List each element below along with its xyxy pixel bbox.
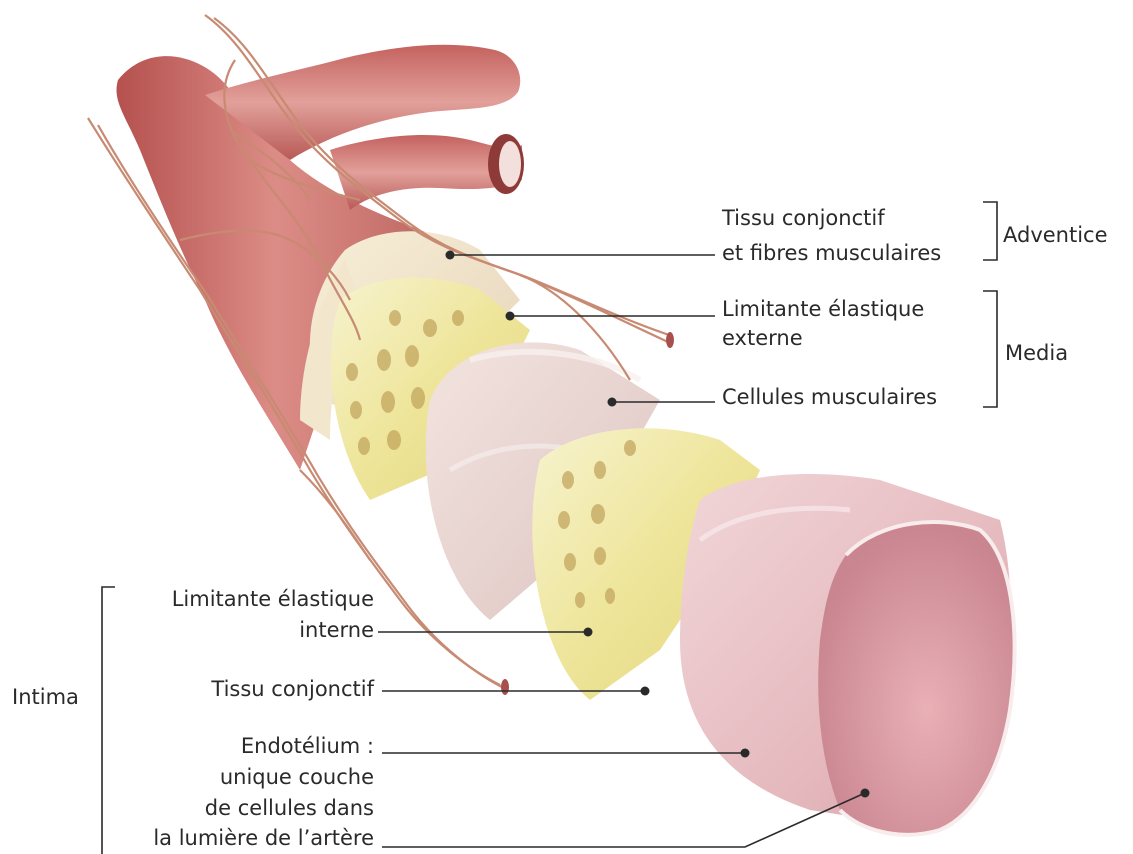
label-endothelium-line2: unique couche (220, 765, 374, 789)
label-internal-elastic-line2: interne (299, 618, 374, 642)
label-intima-connective: Tissu conjonctif (210, 677, 374, 701)
label-external-elastic-line1: Limitante élastique (722, 297, 924, 321)
label-external-elastic-line2: externe (722, 326, 803, 350)
label-adventice: Adventice (1003, 223, 1108, 247)
artery-lumen (818, 522, 1014, 835)
label-adventice-tissue-line2: et fibres musculaires (722, 241, 941, 265)
label-media: Media (1005, 341, 1068, 365)
adventice-bracket (983, 202, 997, 260)
label-internal-elastic-line1: Limitante élastique (172, 587, 374, 611)
label-endothelium-line1: Endotélium : (241, 734, 374, 758)
label-endothelium-line4: la lumière de l’artère (153, 826, 374, 850)
label-muscle-cells: Cellules musculaires (722, 385, 937, 409)
label-intima: Intima (12, 685, 79, 709)
label-endothelium-line3: de cellules dans (205, 796, 374, 820)
intima-bracket (102, 587, 115, 854)
label-adventice-tissue-line1: Tissu conjonctif (721, 206, 885, 230)
media-bracket (983, 291, 997, 407)
